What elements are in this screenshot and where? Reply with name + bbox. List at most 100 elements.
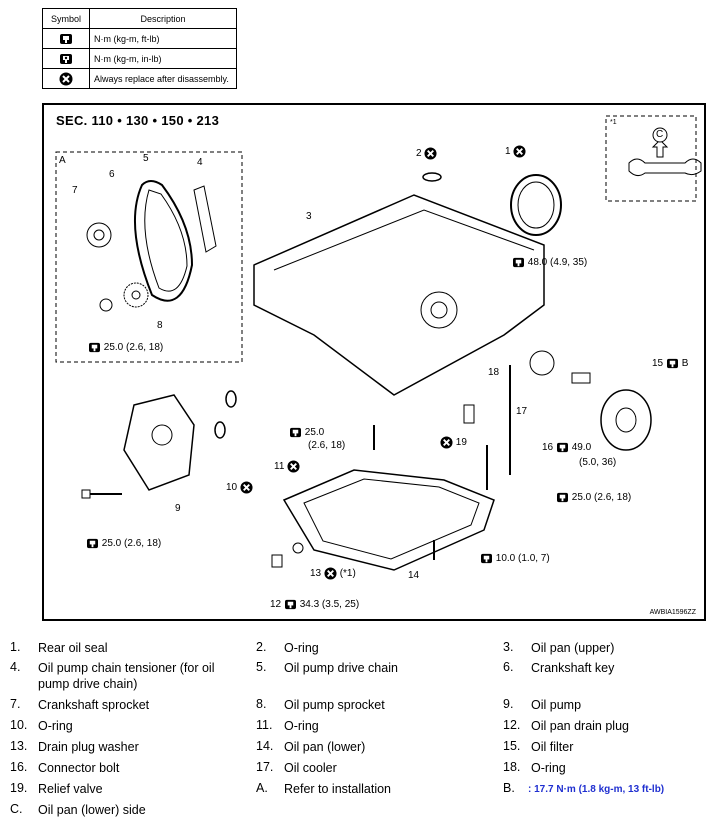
part-label: Relief valve <box>38 782 103 796</box>
part-number: A. <box>256 781 268 795</box>
callout-19: 19 <box>440 436 467 449</box>
callout-a: A <box>59 155 66 166</box>
part-label: O-ring <box>284 719 319 733</box>
description-header: Description <box>89 8 237 29</box>
part-number: 17. <box>256 760 274 774</box>
part-number: 15. <box>503 739 521 753</box>
torque-sprocket: 25.0 (2.6, 18) <box>88 342 163 353</box>
part-number: 6. <box>503 660 514 674</box>
torque-label: 25.0 (2.6, 18) <box>101 538 162 550</box>
part-number: 1. <box>10 640 21 654</box>
part-label: Drain plug washer <box>38 740 139 754</box>
torque-wrench-icon <box>556 442 568 453</box>
part-label: Oil pan (upper) <box>531 641 615 655</box>
torque-10: 10.0 (1.0, 7) <box>480 553 550 564</box>
callout-7: 7 <box>72 185 78 196</box>
symbol-desc: N·m (kg-m, in-lb) <box>89 48 237 69</box>
part-label: Oil pump <box>531 698 582 712</box>
part-number: 19. <box>10 781 28 795</box>
callout-8: 8 <box>157 320 163 331</box>
callout-4: 4 <box>197 157 203 168</box>
callout-number: 11 <box>274 461 285 473</box>
part-label: Oil pump chain tensioner (for oil pump d… <box>38 661 215 691</box>
part-label: O-ring <box>531 761 566 775</box>
torque-pump: 25.0 (2.6, 18) <box>86 538 161 549</box>
torque-wrench-icon <box>284 599 296 610</box>
symbol-table: Symbol Description N·m (kg-m, ft-lb) N·m… <box>42 8 237 89</box>
part-label: Oil filter <box>531 740 574 754</box>
callout-5: 5 <box>143 153 149 164</box>
callout-c: C <box>656 129 664 140</box>
torque-wrench-icon <box>557 492 568 503</box>
part-number: 2. <box>256 640 267 654</box>
part-label: Connector bolt <box>38 761 120 775</box>
part-number: 10. <box>10 718 28 732</box>
note-reference: (*1) <box>339 568 356 580</box>
callout-1: 1 <box>505 145 526 158</box>
callout-17: 17 <box>516 406 528 417</box>
torque-label: 25.0 <box>304 427 325 439</box>
part-number: 5. <box>256 660 267 674</box>
diagram-drawing <box>55 115 702 571</box>
callout-13: 13 (*1) <box>310 567 356 580</box>
part-number: 12. <box>503 718 521 732</box>
torque-wrench-small-icon <box>60 53 72 64</box>
part-label: O-ring <box>284 641 319 655</box>
part-label: : 17.7 N·m (1.8 kg-m, 13 ft-lb) <box>528 784 665 795</box>
always-replace-icon <box>240 481 253 494</box>
part-number: 3. <box>503 640 514 654</box>
torque-label: 25.0 (2.6, 18) <box>103 342 164 354</box>
torque-label: 25.0 (2.6, 18) <box>571 492 632 504</box>
part-label: Oil pump drive chain <box>284 661 398 675</box>
part-number: B. <box>503 781 515 795</box>
always-replace-icon <box>513 145 526 158</box>
symbol-header: Symbol <box>42 8 90 29</box>
callout-number: 10 <box>226 482 238 494</box>
always-replace-icon <box>440 436 453 449</box>
callout-number: 18 <box>488 367 500 378</box>
torque-wrench-icon <box>290 427 301 438</box>
symbol-desc: Always replace after disassembly. <box>89 68 237 89</box>
torque-label: 34.3 (3.5, 25) <box>299 599 360 611</box>
part-label: Rear oil seal <box>38 641 108 655</box>
part-number: 9. <box>503 697 514 711</box>
part-label: Oil cooler <box>284 761 337 775</box>
torque-label: 49.0 <box>571 442 592 454</box>
always-replace-icon <box>424 147 437 160</box>
part-label: Crankshaft sprocket <box>38 698 150 712</box>
callout-number: 2 <box>416 148 422 160</box>
torque-wrench-icon <box>89 342 100 353</box>
callout-9: 9 <box>175 503 181 514</box>
always-replace-icon <box>59 72 73 85</box>
part-label: Crankshaft key <box>531 661 615 675</box>
callout-6: 6 <box>109 169 115 180</box>
callout-10: 10 <box>226 481 253 494</box>
part-number: 7. <box>10 697 21 711</box>
torque-wrench-icon <box>666 358 678 369</box>
part-number: 14. <box>256 739 274 753</box>
callout-14: 14 <box>408 570 420 581</box>
section-title: SEC. 110 • 130 • 150 • 213 <box>56 113 220 128</box>
part-label: Oil pan (lower) <box>284 740 366 754</box>
torque-25-b: (2.6, 18) <box>308 440 346 451</box>
callout-15: 15 B <box>652 358 688 369</box>
callout-12: 12 34.3 (3.5, 25) <box>270 599 359 610</box>
callout-2: 2 <box>416 147 437 160</box>
torque-wrench-icon <box>60 33 72 44</box>
torque-25-a: 25.0 <box>289 427 324 438</box>
part-number: 8. <box>256 697 267 711</box>
callout-number: 15 <box>652 358 664 370</box>
part-label: Oil pan drain plug <box>531 719 629 733</box>
torque-wrench-icon <box>481 553 492 564</box>
callout-number: 1 <box>505 146 511 158</box>
part-label: O-ring <box>38 719 73 733</box>
exploded-diagram: SEC. 110 • 130 • 150 • 213 <box>42 103 706 621</box>
torque-right: 25.0 (2.6, 18) <box>556 492 631 503</box>
figure-code: AWBIA1596ZZ <box>649 609 696 616</box>
torque-wrench-icon <box>87 538 98 549</box>
callout-11: 11 <box>274 460 300 473</box>
torque-wrench-icon <box>513 257 524 268</box>
callout-letter: B <box>681 358 689 370</box>
part-number: C. <box>10 802 23 816</box>
torque-label: 10.0 (1.0, 7) <box>495 553 550 565</box>
